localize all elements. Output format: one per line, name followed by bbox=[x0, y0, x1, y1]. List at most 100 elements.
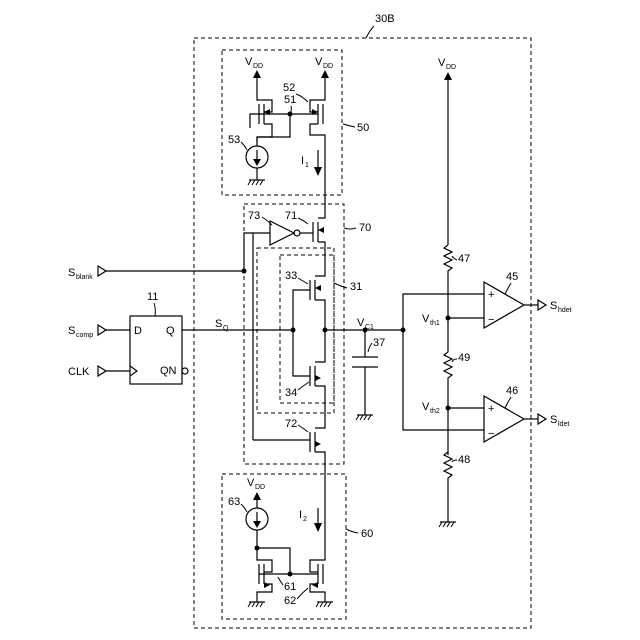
transistor-52 bbox=[300, 86, 325, 200]
block-50-label: 50 bbox=[357, 122, 369, 134]
ff-qn-bubble bbox=[182, 368, 188, 374]
label-53: 53 bbox=[228, 134, 240, 146]
leader-62 bbox=[297, 588, 308, 599]
node-sq bbox=[291, 328, 296, 333]
vdd-label-bottom: V DD bbox=[247, 477, 265, 491]
label-45: 45 bbox=[506, 271, 518, 283]
block-50-boundary bbox=[222, 50, 342, 195]
svg-text:2: 2 bbox=[303, 516, 307, 523]
vdd-arrow-right-head bbox=[321, 70, 329, 78]
sldet-terminal bbox=[538, 414, 546, 424]
ground-divider bbox=[439, 522, 456, 527]
svg-text:ldet: ldet bbox=[558, 421, 569, 428]
label-73: 73 bbox=[248, 210, 260, 222]
label-48: 48 bbox=[458, 454, 470, 466]
resistor-48 bbox=[444, 452, 452, 522]
leader-34 bbox=[298, 382, 309, 390]
leader-48 bbox=[452, 460, 457, 462]
svg-text:V: V bbox=[422, 401, 430, 413]
vth1-label: V th1 bbox=[422, 313, 440, 327]
svg-text:DD: DD bbox=[253, 63, 263, 70]
leader-53 bbox=[241, 142, 247, 150]
leader-46 bbox=[505, 397, 511, 408]
current-i2-arrow-head bbox=[314, 523, 322, 532]
label-37: 37 bbox=[373, 337, 385, 349]
leader-52 bbox=[296, 94, 308, 102]
sblank-terminal bbox=[98, 266, 106, 276]
ff-d-pin: D bbox=[134, 325, 142, 337]
label-52: 52 bbox=[283, 82, 295, 94]
label-72: 72 bbox=[285, 418, 297, 430]
leader-71 bbox=[298, 218, 308, 224]
comparator-46-minus: − bbox=[488, 428, 494, 440]
svg-text:S: S bbox=[215, 318, 222, 330]
svg-text:S: S bbox=[550, 300, 557, 312]
svg-text:I: I bbox=[301, 155, 304, 167]
leader-63 bbox=[241, 504, 247, 512]
shdet-terminal bbox=[538, 300, 546, 310]
svg-text:I: I bbox=[299, 509, 302, 521]
svg-text:DD: DD bbox=[446, 64, 456, 71]
block-70-leader bbox=[344, 228, 356, 229]
vdd-divider-arrow-head bbox=[444, 72, 452, 80]
ground-61 bbox=[248, 602, 265, 607]
svg-text:comp: comp bbox=[76, 332, 93, 339]
vdd-arrow-left-head bbox=[253, 70, 261, 78]
vdd-arrow-bottom-head bbox=[253, 492, 261, 500]
current-i1-arrow-head bbox=[314, 167, 322, 176]
clk-label: CLK bbox=[68, 366, 90, 378]
block-31-label: 31 bbox=[350, 281, 362, 293]
svg-text:V: V bbox=[422, 313, 430, 325]
transistor-33 bbox=[293, 262, 325, 365]
transistor-61 bbox=[257, 548, 272, 602]
block-31-leader bbox=[334, 283, 347, 288]
svg-text:th1: th1 bbox=[430, 320, 440, 327]
vth2-label: V th2 bbox=[422, 401, 440, 415]
resistor-49 bbox=[444, 352, 452, 455]
block-60-label: 60 bbox=[361, 528, 373, 540]
comparator-45-plus-wire bbox=[403, 294, 484, 330]
scomp-label: S comp bbox=[68, 325, 93, 339]
block-30b-leader bbox=[366, 26, 374, 38]
label-71: 71 bbox=[285, 210, 297, 222]
label-46: 46 bbox=[506, 385, 518, 397]
current-source-53-arrow-head bbox=[253, 159, 261, 166]
comparator-45-minus: − bbox=[488, 314, 494, 326]
svg-text:V: V bbox=[438, 57, 446, 69]
sq-label: S Q bbox=[215, 318, 229, 332]
vc1-label: V C1 bbox=[357, 317, 374, 331]
vdd-label-right: V DD bbox=[315, 56, 333, 70]
label-51: 51 bbox=[284, 94, 296, 106]
svg-text:V: V bbox=[315, 56, 323, 68]
block-70-label: 70 bbox=[359, 222, 371, 234]
ff-clock-marker bbox=[130, 366, 137, 376]
sblank-label: S blank bbox=[68, 267, 93, 281]
block-50-leader bbox=[343, 124, 355, 127]
svg-text:1: 1 bbox=[305, 162, 309, 169]
leader-45 bbox=[505, 283, 511, 294]
block-30b-label: 30B bbox=[375, 13, 395, 25]
current-i1-label: I 1 bbox=[301, 155, 309, 169]
ground-53 bbox=[248, 180, 265, 185]
comparator-46-minus-wire bbox=[403, 330, 484, 430]
svg-text:V: V bbox=[245, 56, 253, 68]
svg-text:hdet: hdet bbox=[558, 307, 572, 314]
svg-text:blank: blank bbox=[76, 274, 93, 281]
leader-11 bbox=[154, 303, 155, 316]
ff-q-pin: Q bbox=[166, 325, 175, 337]
leader-72 bbox=[298, 425, 308, 432]
resistor-47 bbox=[444, 245, 452, 352]
node-vc1-left bbox=[323, 328, 328, 333]
svg-text:DD: DD bbox=[323, 63, 333, 70]
label-47: 47 bbox=[458, 253, 470, 265]
transistor-71 bbox=[310, 200, 325, 262]
leader-49 bbox=[452, 359, 457, 362]
mirror-gate-wire-50 bbox=[250, 114, 300, 137]
leader-61 bbox=[278, 577, 283, 585]
current-i2-label: I 2 bbox=[299, 509, 307, 523]
inverter-73-input-wire bbox=[253, 233, 270, 440]
label-33: 33 bbox=[285, 270, 297, 282]
label-62: 62 bbox=[284, 595, 296, 607]
clk-terminal bbox=[98, 366, 106, 376]
sblank-to-inverter bbox=[244, 233, 253, 271]
